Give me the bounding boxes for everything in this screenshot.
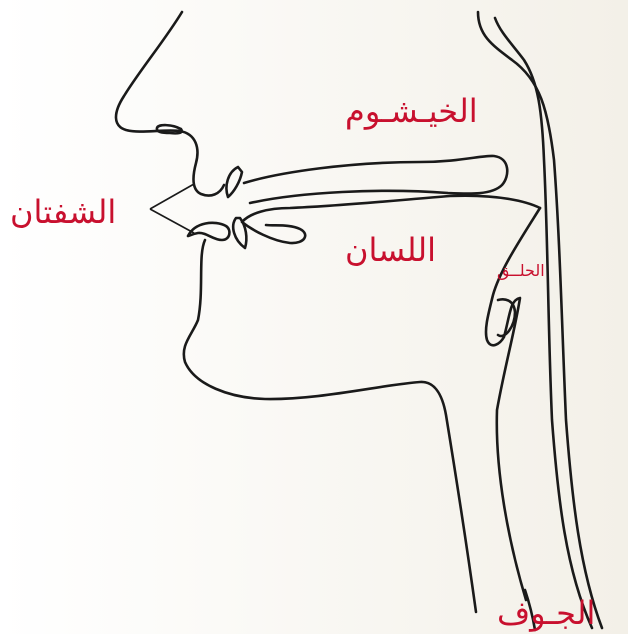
jaw-outline xyxy=(184,240,476,612)
face-profile-outline xyxy=(116,12,224,196)
nostril-outline xyxy=(157,125,182,133)
upper-teeth-outline xyxy=(226,167,242,197)
lips-pointer-lines xyxy=(150,184,194,233)
oral-cavity-label: الجـوف xyxy=(497,597,595,629)
tongue-label: اللسان xyxy=(345,234,436,266)
throat-label: الحلــق xyxy=(497,263,545,279)
nasal-cavity-label: الخيـشـوم xyxy=(345,95,478,127)
lower-lip-outline xyxy=(188,223,229,240)
lips-label: الشفتان xyxy=(10,196,116,228)
